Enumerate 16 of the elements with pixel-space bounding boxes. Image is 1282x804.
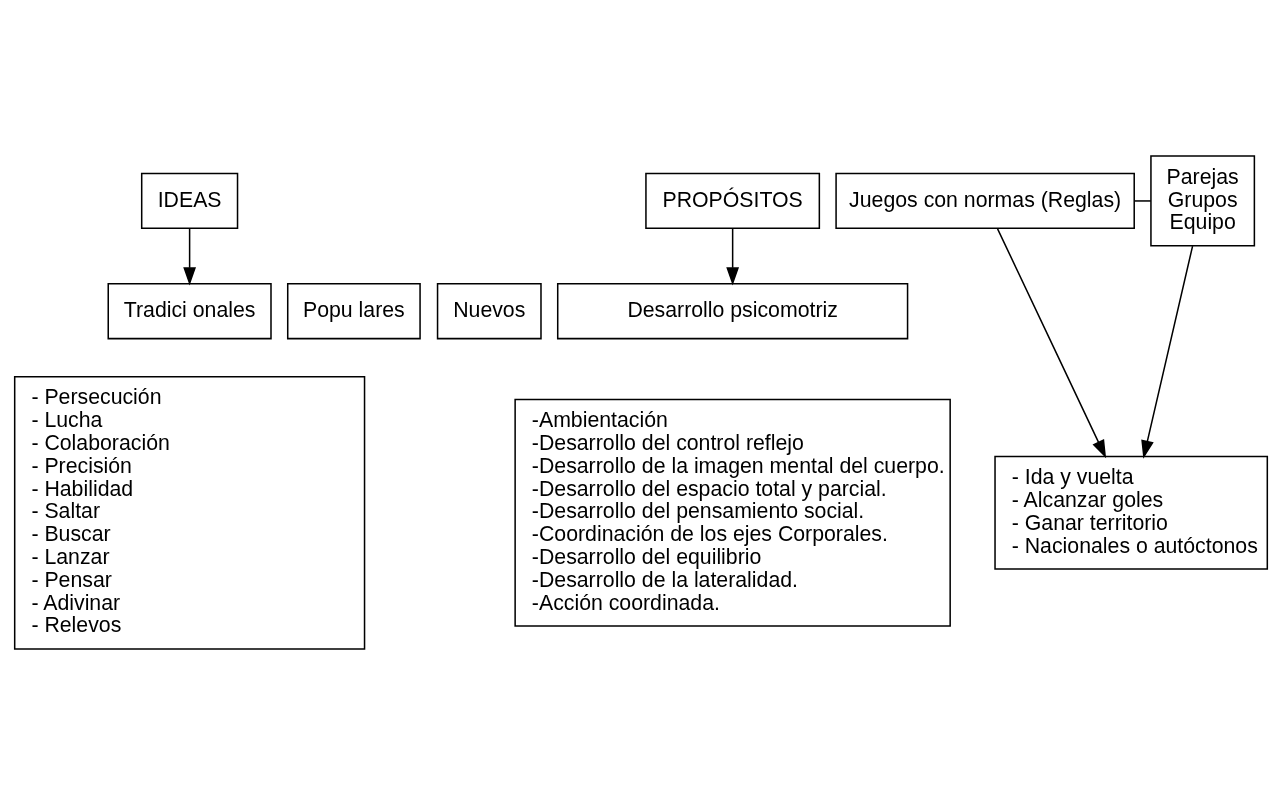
arrow bbox=[726, 227, 740, 286]
node-box: -Ambientación -Desarrollo del control reflejo -Desarrollo de la imagen mental del cuerpo. -Desarrollo del espacio total y parcial. -Desarrollo del pensamiento social. -Coordinación de los ejes Corporales. -Desarrollo del equilibrio -Desarrollo de la lateralidad. -Acción coordinada. bbox=[514, 398, 951, 627]
node-box: - Ida y vuelta - Alcanzar goles - Ganar territorio - Nacionales o autóctonos bbox=[994, 455, 1269, 570]
node-box: Popu lares bbox=[286, 282, 421, 339]
node-box: Juegos con normas (Reglas) bbox=[835, 172, 1135, 229]
arrow bbox=[1141, 244, 1194, 459]
node-box: Nuevos bbox=[436, 282, 542, 339]
node-box: Desarrollo psicomotriz bbox=[556, 282, 909, 339]
node-box: - Persecución - Lucha - Colaboración - Precisión - Habilidad - Saltar - Buscar - Lanzar - Pensar - Adivinar - Relevos bbox=[13, 375, 366, 650]
node-box: PROPÓSITOS bbox=[645, 172, 821, 229]
arrow bbox=[183, 227, 196, 286]
node-box: IDEAS bbox=[140, 172, 239, 229]
arrow bbox=[996, 227, 1107, 458]
node-box: Parejas Grupos Equipo bbox=[1150, 154, 1256, 247]
connector bbox=[1133, 199, 1152, 202]
node-box: Tradici onales bbox=[107, 282, 272, 339]
